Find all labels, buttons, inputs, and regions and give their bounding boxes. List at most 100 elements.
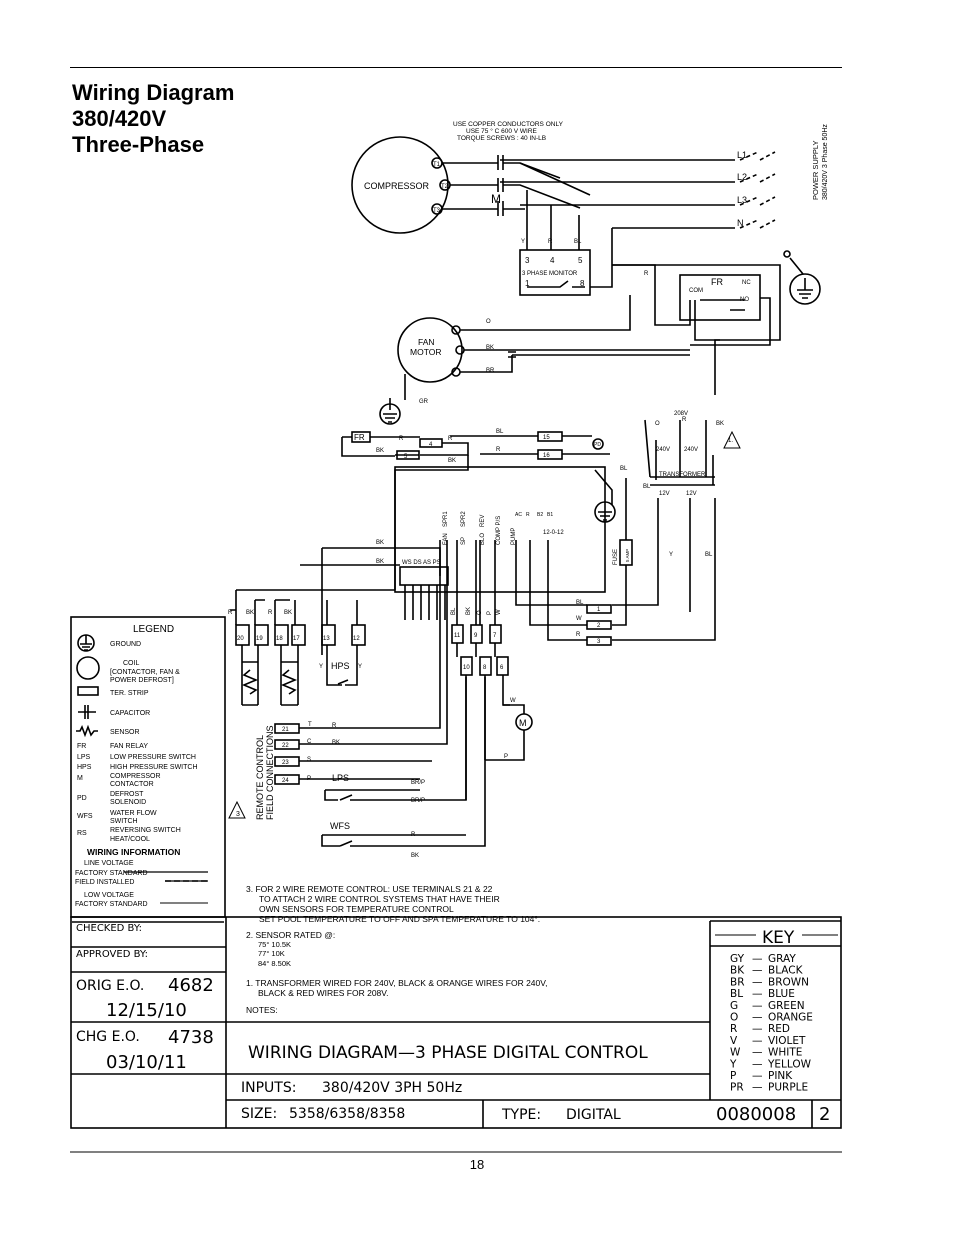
abbr-fr: FR bbox=[77, 743, 86, 750]
svg-text:R: R bbox=[576, 632, 581, 638]
mon-label: 3 PHASE MONITOR bbox=[522, 271, 578, 277]
abbr-lps-desc: LOW PRESSURE SWITCH bbox=[110, 754, 196, 761]
key-code: R bbox=[730, 1023, 737, 1035]
inputs-label: INPUTS: bbox=[241, 1080, 296, 1096]
strip-7: 7 bbox=[493, 633, 497, 639]
rl-t: T bbox=[308, 722, 312, 728]
fr-no: NO bbox=[740, 297, 749, 303]
mon-term-3: 3 bbox=[525, 256, 530, 265]
key-color: BLUE bbox=[768, 988, 795, 1000]
size-value: 5358/6358/8358 bbox=[289, 1106, 405, 1122]
svg-text:P: P bbox=[504, 754, 508, 760]
line-l2: L2 bbox=[737, 172, 747, 182]
rt-24: 24 bbox=[282, 778, 289, 784]
fuse-label: FUSE bbox=[613, 549, 619, 565]
title-line-3: Three-Phase bbox=[72, 132, 205, 157]
motor-m-label: M bbox=[519, 718, 527, 728]
svg-text:W: W bbox=[510, 698, 516, 704]
key-color: ORANGE bbox=[768, 1012, 813, 1024]
compressor-circle bbox=[351, 136, 449, 234]
wire-gr: GR bbox=[419, 399, 429, 405]
tx-12b: 12V bbox=[686, 491, 697, 497]
key-dash: — bbox=[752, 1023, 763, 1035]
tx-240b: 240V bbox=[684, 447, 698, 453]
wire-r: R bbox=[644, 271, 649, 277]
key-dash: — bbox=[752, 965, 763, 977]
fr-small-label: FR bbox=[354, 433, 365, 442]
key-color: PINK bbox=[768, 1070, 793, 1082]
strip-20: 20 bbox=[237, 636, 244, 642]
key-code: Y bbox=[729, 1058, 737, 1070]
inputs-value: 380/420V 3PH 50Hz bbox=[322, 1080, 462, 1096]
mon-wire-bl: BL bbox=[574, 239, 582, 245]
svg-text:W: W bbox=[496, 609, 502, 615]
line-voltage: LINE VOLTAGE bbox=[84, 860, 134, 867]
svg-text:WATER FLOW: WATER FLOW bbox=[110, 810, 157, 817]
key-code: V bbox=[730, 1035, 738, 1047]
note3-l4: SET POOL TEMPERATURE TO OFF AND SPA TEMP… bbox=[259, 914, 540, 924]
field-installed: FIELD INSTALLED bbox=[75, 879, 134, 886]
strip-8: 8 bbox=[483, 665, 487, 671]
line-l3: L3 bbox=[737, 195, 747, 205]
key-dash: — bbox=[752, 988, 763, 1000]
term-16: 16 bbox=[543, 453, 550, 459]
svg-text:HEAT/COOL: HEAT/COOL bbox=[110, 836, 150, 843]
wfs-label: WFS bbox=[330, 821, 350, 831]
key-dash: — bbox=[752, 1000, 763, 1012]
key-color: BROWN bbox=[768, 976, 809, 988]
svg-text:R: R bbox=[399, 436, 404, 442]
abbr-hps-desc: HIGH PRESSURE SWITCH bbox=[110, 764, 198, 771]
mon-term-8: 8 bbox=[580, 279, 585, 288]
svg-text:BK: BK bbox=[376, 559, 384, 565]
svg-text:COMPRESSOR: COMPRESSOR bbox=[110, 773, 161, 780]
fan-motor-circle bbox=[397, 317, 463, 383]
size-label: SIZE: bbox=[241, 1106, 277, 1122]
key-title: KEY bbox=[762, 928, 795, 948]
orig-eo: 4682 bbox=[168, 975, 214, 996]
svg-text:BL: BL bbox=[496, 429, 504, 435]
svg-text:BK: BK bbox=[411, 853, 419, 859]
abbr-fr-desc: FAN RELAY bbox=[110, 743, 148, 750]
key-code: BR bbox=[730, 976, 745, 988]
note-3: TORQUE SCREWS : 40 IN-LB bbox=[457, 135, 546, 142]
key-code: PR bbox=[730, 1082, 744, 1094]
fr-label: FR bbox=[711, 277, 723, 287]
line-l1: L1 bbox=[737, 150, 747, 160]
wire-o: O bbox=[486, 319, 491, 325]
fan-label-2: MOTOR bbox=[410, 347, 441, 357]
abbr-m: M bbox=[77, 775, 83, 782]
checked-by: CHECKED BY: bbox=[76, 923, 142, 934]
terminal-t2: T2 bbox=[441, 184, 449, 190]
rterm-3: 3 bbox=[597, 639, 601, 645]
compressor-label: COMPRESSOR bbox=[364, 181, 430, 191]
note2-l2: 75° 10.5K bbox=[258, 940, 291, 949]
key-color: YELLOW bbox=[767, 1058, 812, 1070]
rterm-2: 2 bbox=[597, 623, 601, 629]
fr-com: COM bbox=[689, 288, 703, 294]
rl-p: P bbox=[307, 776, 311, 782]
key-code: GY bbox=[730, 953, 745, 965]
svg-text:CONTACTOR: CONTACTOR bbox=[110, 781, 154, 788]
key-dash: — bbox=[752, 976, 763, 988]
note2-l1: 2. SENSOR RATED @: bbox=[246, 930, 335, 940]
svg-text:AC: AC bbox=[515, 512, 522, 518]
svg-text:P: P bbox=[487, 611, 493, 615]
legend-capacitor: CAPACITOR bbox=[110, 710, 150, 717]
strip-17: 17 bbox=[293, 636, 300, 642]
chg-eo-label: CHG E.O. bbox=[76, 1029, 140, 1045]
wire-brp-1: BR/P bbox=[411, 780, 425, 786]
wire-brp-2: BR/P bbox=[411, 798, 425, 804]
key-dash: — bbox=[752, 1035, 763, 1047]
chg-eo: 4738 bbox=[168, 1027, 214, 1048]
wire-br: BR bbox=[486, 368, 495, 374]
key-list: GY—GRAYBK—BLACKBR—BROWNBL—BLUEG—GREENO—O… bbox=[729, 953, 813, 1094]
note-2: USE 75 ° C 600 V WIRE bbox=[466, 127, 538, 135]
strip-6: 6 bbox=[500, 665, 504, 671]
bt-spr1: SPR1 bbox=[443, 511, 449, 527]
bt-fan: FAN bbox=[443, 533, 449, 545]
mon-term-1: 1 bbox=[525, 279, 530, 288]
term-5: 5 bbox=[404, 454, 408, 460]
tx-240a: 240V bbox=[656, 447, 670, 453]
rterm-1: 1 bbox=[597, 607, 601, 613]
